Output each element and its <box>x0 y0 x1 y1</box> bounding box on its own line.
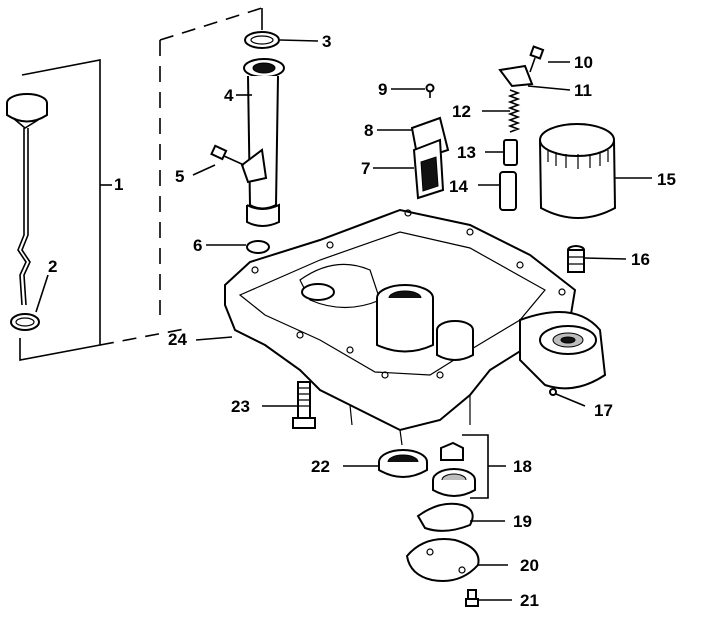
callout-6: 6 <box>193 236 203 255</box>
callout-20: 20 <box>520 556 539 575</box>
callout-10: 10 <box>574 53 593 72</box>
baffle-parts <box>410 116 450 200</box>
callout-9: 9 <box>378 80 388 99</box>
leader-lines <box>35 39 652 601</box>
callout-13: 13 <box>457 143 476 162</box>
callout-15: 15 <box>657 170 676 189</box>
oil-seal <box>378 449 428 478</box>
callout-18: 18 <box>513 457 532 476</box>
callout-11: 11 <box>574 81 592 100</box>
callout-12: 12 <box>452 102 471 121</box>
dipstick-part <box>6 93 48 306</box>
oil-filter <box>539 123 617 219</box>
drain-plug <box>549 388 557 396</box>
bolt-and-clip <box>498 45 545 88</box>
callout-17: 17 <box>594 401 613 420</box>
tube-oring-inner <box>250 35 274 45</box>
pump-cover <box>405 538 480 582</box>
dipstick-oring-inner <box>15 317 35 327</box>
filter-fitting <box>567 245 585 273</box>
tube-bolt <box>210 144 245 166</box>
pump-gasket <box>416 502 474 532</box>
callout-24: 24 <box>168 330 187 349</box>
callout-19: 19 <box>513 512 532 531</box>
callout-1: 1 <box>114 175 124 194</box>
callout-23: 23 <box>231 397 250 416</box>
callout-22: 22 <box>311 457 330 476</box>
callout-5: 5 <box>175 167 185 186</box>
relief-valve-parts <box>499 89 521 211</box>
cover-screw <box>465 589 479 607</box>
callout-8: 8 <box>364 121 374 140</box>
tube-washer <box>246 240 270 254</box>
dipstick-oring <box>10 313 40 331</box>
oil-pump-rotor <box>432 434 489 499</box>
callout-2: 2 <box>48 257 58 276</box>
tube-oring <box>244 31 280 49</box>
callout-16: 16 <box>631 250 650 269</box>
callout-4: 4 <box>224 86 234 105</box>
callout-7: 7 <box>361 159 371 178</box>
callout-21: 21 <box>520 591 539 610</box>
callout-3: 3 <box>322 32 332 51</box>
dipstick-dashed-bracket <box>19 7 263 361</box>
callout-14: 14 <box>449 177 468 196</box>
housing-bolt <box>292 381 316 429</box>
small-screw <box>425 83 435 98</box>
oil-pan-housing <box>224 208 607 446</box>
dipstick-tube <box>240 58 285 227</box>
